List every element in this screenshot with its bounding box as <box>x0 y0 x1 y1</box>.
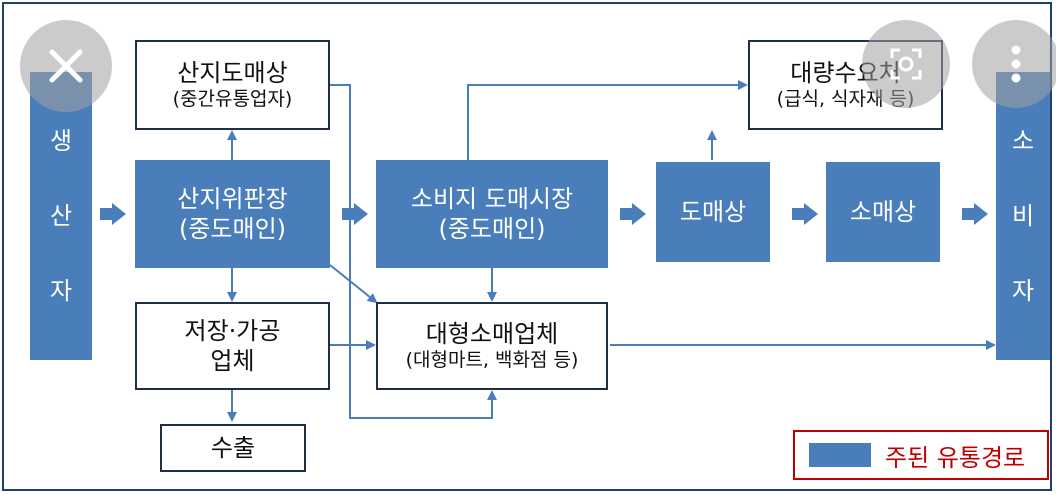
box-title: 도매상 <box>679 198 747 226</box>
legend-box: 주된 유통경로 <box>793 430 1049 480</box>
main-arrow-icon <box>792 203 818 225</box>
box-title: 산지도매상 <box>177 59 288 88</box>
consumer-char: 자 <box>1011 276 1035 305</box>
export-box: 수출 <box>160 424 306 472</box>
box-title: 수출 <box>210 434 256 462</box>
main-arrow-icon <box>962 203 988 225</box>
box-subtitle: (중도매인) <box>438 215 546 243</box>
box-title: 소매상 <box>849 198 917 226</box>
sanji-domae-box: 산지도매상 (중간유통업자) <box>135 40 330 130</box>
legend-swatch <box>809 443 871 467</box>
consumer-box: 소 비 자 <box>996 72 1050 360</box>
more-button[interactable] <box>972 20 1056 108</box>
consumer-market-box: 소비지 도매시장 (중도매인) <box>376 160 608 268</box>
retailer-box: 소매상 <box>826 162 940 262</box>
producer-box: 생 산 자 <box>30 72 92 360</box>
box-title: 대형소매업체 <box>425 320 559 349</box>
producer-char: 산 <box>49 201 73 230</box>
storage-box: 저장·가공 업체 <box>135 302 330 390</box>
main-arrow-icon <box>100 203 126 225</box>
box-subtitle: (중간유통업자) <box>172 88 293 111</box>
consumer-char: 비 <box>1011 201 1035 230</box>
producer-char: 생 <box>49 127 73 156</box>
lens-button[interactable] <box>862 20 950 108</box>
main-arrow-icon <box>342 203 368 225</box>
wholesaler-box: 도매상 <box>656 162 770 262</box>
close-icon <box>49 49 83 83</box>
large-retail-box: 대형소매업체 (대형마트, 백화점 등) <box>376 302 608 390</box>
box-title: 저장·가공 <box>184 317 281 345</box>
legend-label: 주된 유통경로 <box>885 443 1026 472</box>
box-title: 산지위판장 <box>177 185 288 213</box>
main-arrow-icon <box>620 203 646 225</box>
close-button[interactable] <box>20 20 112 112</box>
more-icon <box>1011 45 1021 83</box>
sanji-wipan-box: 산지위판장 (중도매인) <box>135 160 330 268</box>
producer-char: 자 <box>49 276 73 305</box>
consumer-char: 소 <box>1011 127 1035 156</box>
box-subtitle: 업체 <box>210 347 255 375</box>
box-subtitle: (대형마트, 백화점 등) <box>405 349 579 372</box>
box-title: 소비지 도매시장 <box>410 185 574 213</box>
lens-icon <box>890 48 922 80</box>
box-subtitle: (중도매인) <box>178 215 287 243</box>
